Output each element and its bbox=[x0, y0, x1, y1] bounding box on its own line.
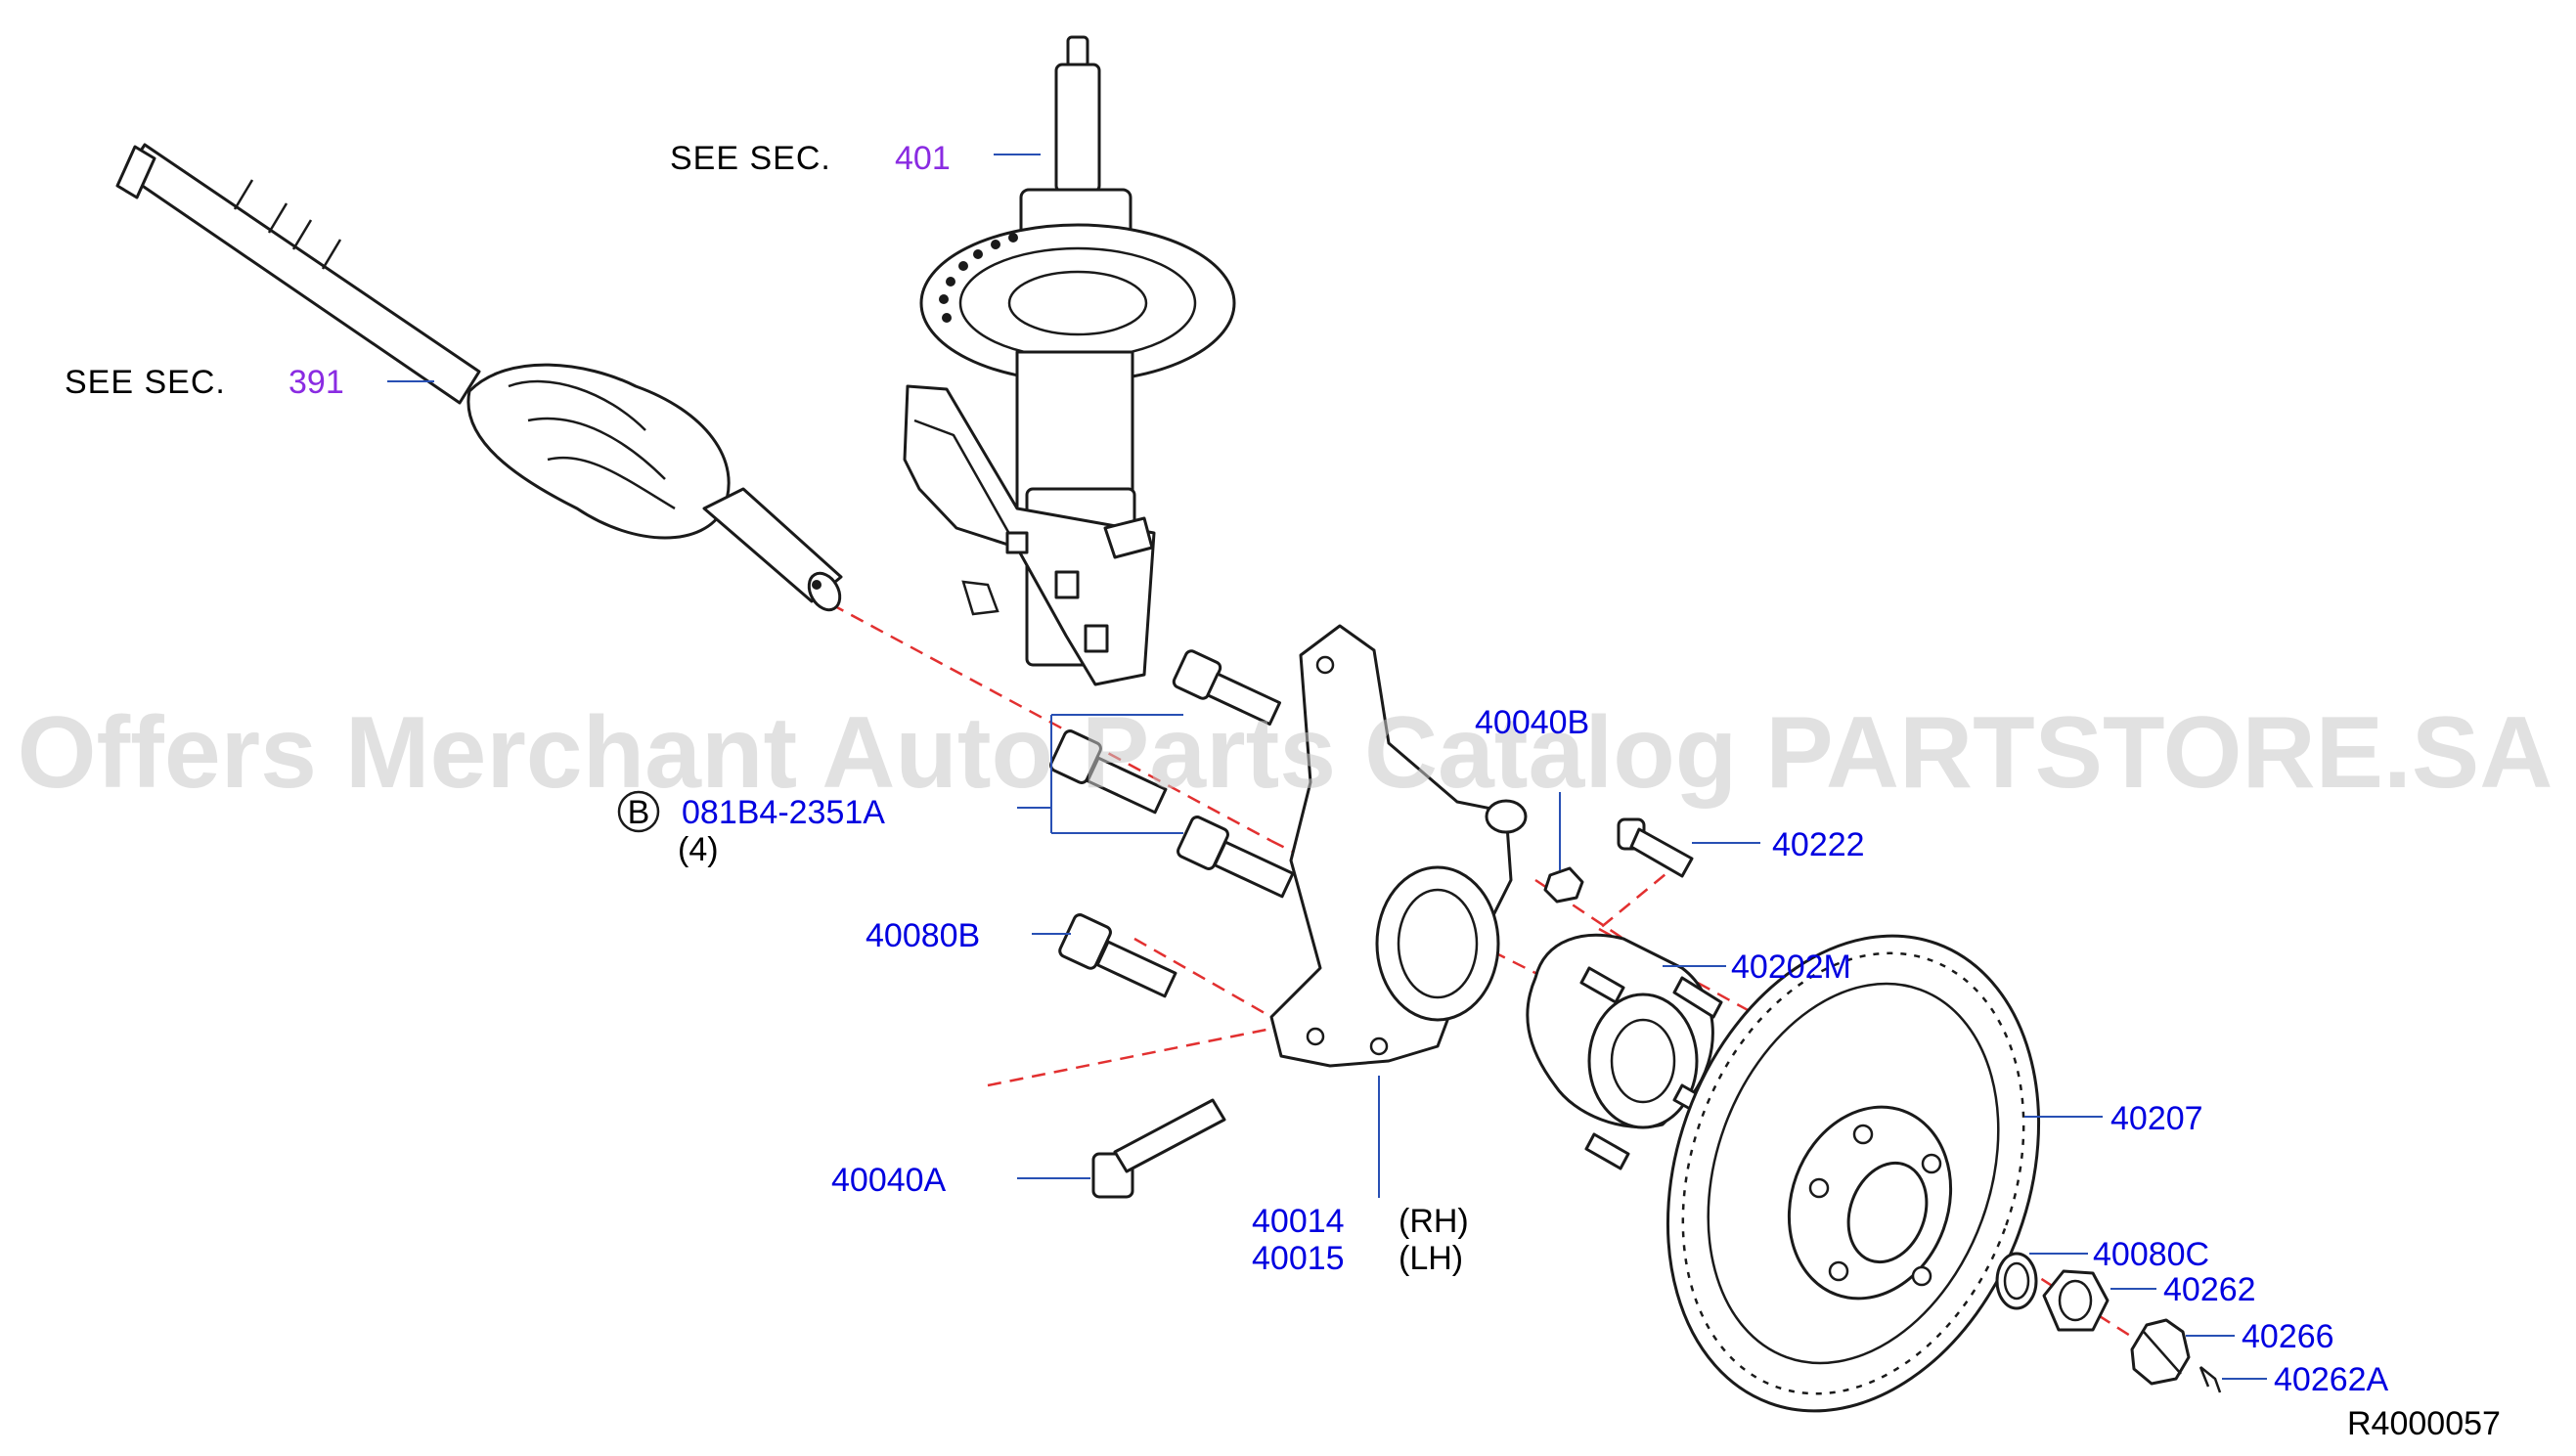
knuckle-bolt-lower[interactable] bbox=[1177, 816, 1295, 899]
label-40040B[interactable]: 40040B bbox=[1475, 704, 1589, 741]
label-081B4-2351A[interactable]: 081B4-2351A bbox=[682, 794, 885, 831]
nut-40040B[interactable] bbox=[1543, 866, 1584, 904]
watermark: Offers Merchant Auto Parts Catalog PARTS… bbox=[18, 696, 2554, 810]
label-40040A[interactable]: 40040A bbox=[831, 1162, 947, 1199]
label-40262[interactable]: 40262 bbox=[2163, 1271, 2256, 1308]
label-40080B[interactable]: 40080B bbox=[866, 917, 980, 954]
label-40202M[interactable]: 40202M bbox=[1731, 949, 1851, 986]
steering-knuckle[interactable] bbox=[1269, 624, 1528, 1068]
rotor-lug-holes bbox=[1808, 1124, 1942, 1287]
bolt-ref-letter: B bbox=[628, 794, 650, 831]
label-40222[interactable]: 40222 bbox=[1772, 826, 1865, 863]
bolt-ref-qty: (4) bbox=[678, 831, 719, 868]
nut-cap-40266[interactable] bbox=[2130, 1318, 2191, 1386]
label-40207[interactable]: 40207 bbox=[2110, 1100, 2203, 1137]
bolt-40080B[interactable] bbox=[1058, 913, 1177, 998]
cotter-pin-40262A[interactable] bbox=[2198, 1366, 2222, 1393]
label-rh: (RH) bbox=[1399, 1203, 1469, 1240]
label-40266[interactable]: 40266 bbox=[2242, 1318, 2334, 1355]
brake-rotor[interactable] bbox=[1604, 884, 2102, 1451]
section-ref-391[interactable]: 391 bbox=[289, 364, 344, 401]
strut-assembly[interactable] bbox=[903, 35, 1236, 686]
drive-shaft[interactable] bbox=[115, 143, 846, 615]
drawing-code: R4000057 bbox=[2347, 1405, 2501, 1442]
bolt-ref-circle bbox=[617, 790, 660, 833]
label-40080C[interactable]: 40080C bbox=[2093, 1236, 2209, 1273]
bolt-40040A[interactable] bbox=[1091, 1098, 1226, 1199]
section-ref-401[interactable]: 401 bbox=[895, 140, 951, 177]
label-lh: (LH) bbox=[1399, 1240, 1463, 1277]
see-sec-prefix-top: SEE SEC. bbox=[670, 140, 831, 177]
strut-mount-holes bbox=[939, 233, 1018, 323]
knuckle-bolt-middle[interactable] bbox=[1049, 729, 1168, 815]
see-sec-prefix-left: SEE SEC. bbox=[65, 364, 226, 401]
knuckle-bolt-top[interactable] bbox=[1172, 649, 1282, 726]
hub-nut-40262[interactable] bbox=[2042, 1269, 2110, 1332]
label-40014[interactable]: 40014 bbox=[1252, 1203, 1345, 1240]
hub-bearing[interactable] bbox=[1526, 933, 1723, 1170]
label-40015[interactable]: 40015 bbox=[1252, 1240, 1345, 1277]
leader-lines bbox=[387, 154, 2267, 1380]
washer-40080C[interactable] bbox=[1995, 1252, 2038, 1310]
label-40262A[interactable]: 40262A bbox=[2274, 1361, 2389, 1398]
stud-40222[interactable] bbox=[1617, 817, 1694, 878]
